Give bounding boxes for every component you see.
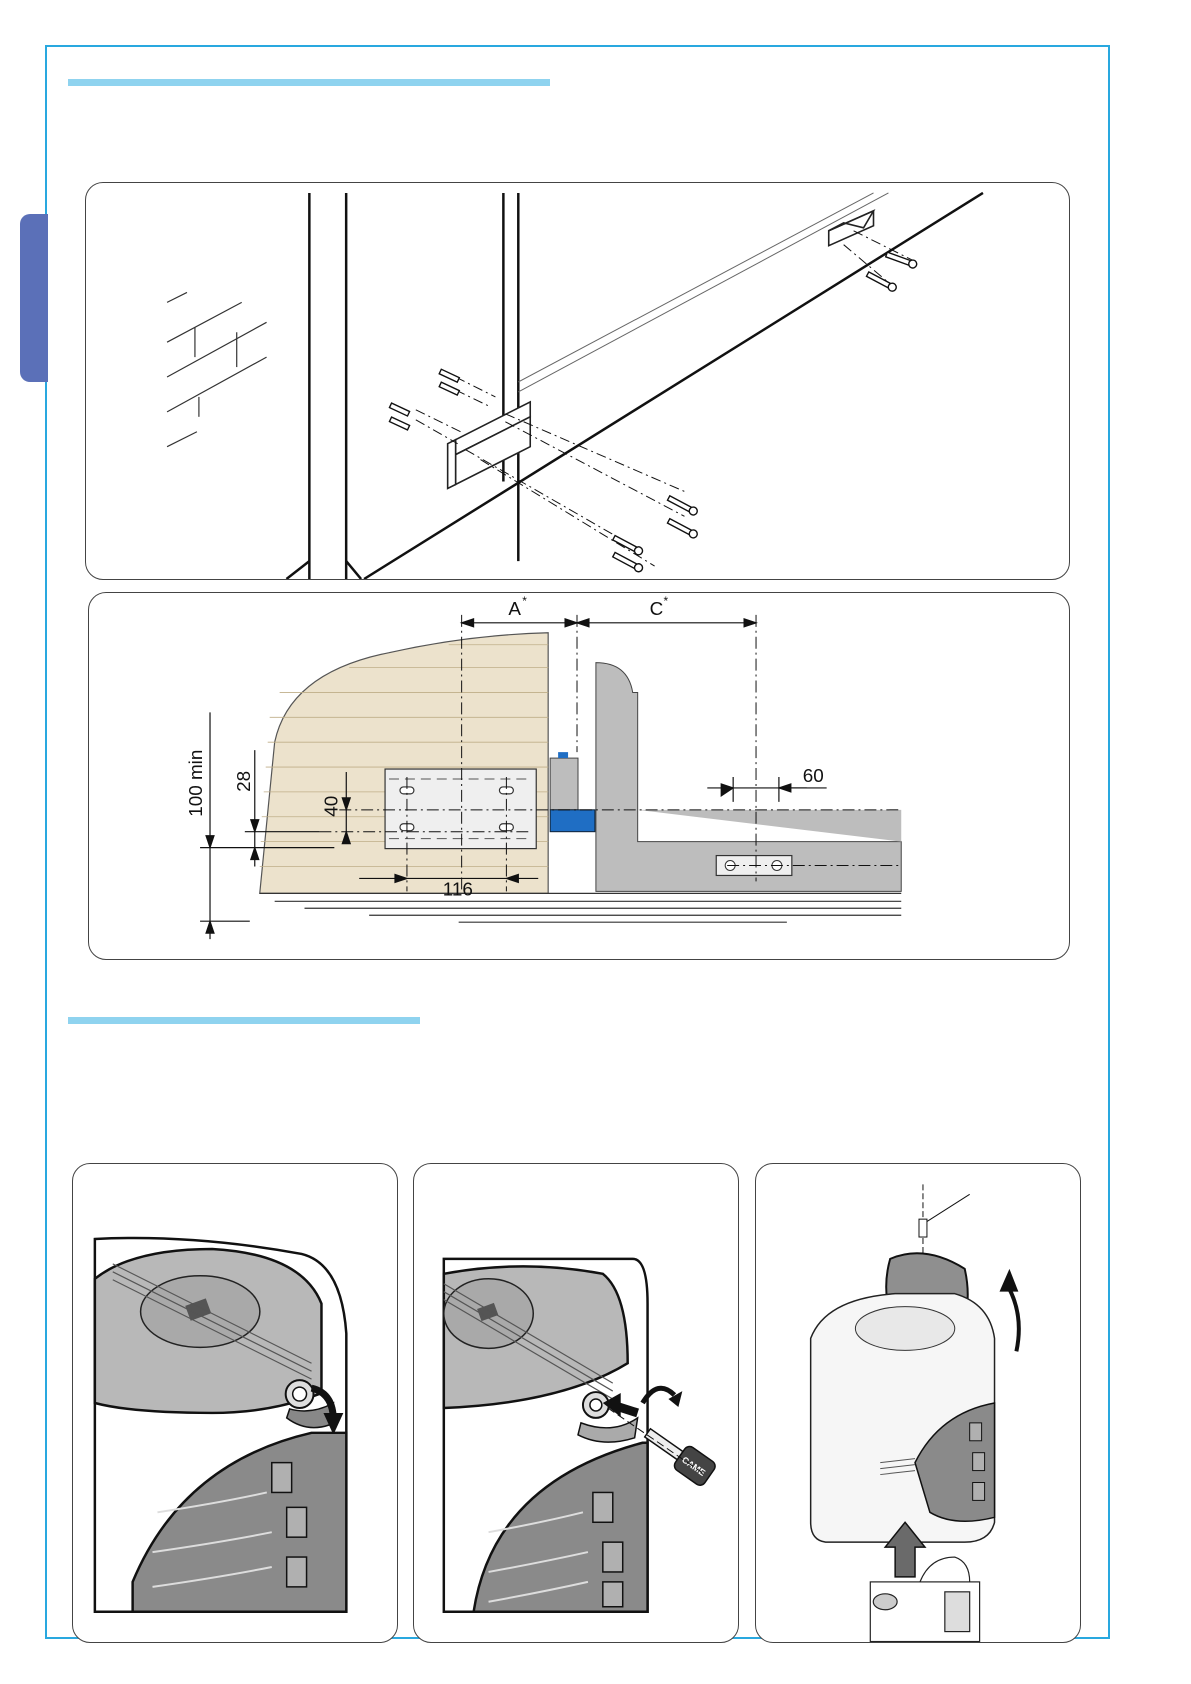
dim-116-label: 116 bbox=[443, 879, 473, 900]
upper-bracket bbox=[829, 211, 874, 246]
dim-a-label: A bbox=[508, 599, 521, 620]
bracket-mounting-illustration bbox=[85, 182, 1070, 580]
lift-arrow bbox=[1006, 1284, 1018, 1352]
screws bbox=[389, 251, 917, 573]
dim-a-asterisk: * bbox=[522, 594, 527, 608]
dim-40-label: 40 bbox=[321, 796, 342, 817]
cover-removal-drawing bbox=[756, 1164, 1080, 1642]
dim-c-label: C bbox=[650, 599, 664, 620]
dimension-diagram: A * C * 60 116 100 min 28 40 bbox=[88, 592, 1070, 960]
actuator-body bbox=[550, 758, 578, 810]
section-title-bar-1 bbox=[68, 79, 550, 86]
motor-internals bbox=[870, 1557, 979, 1641]
bracket-mounting-drawing bbox=[86, 183, 1069, 579]
release-step-1-illustration bbox=[72, 1163, 398, 1643]
brick-wall bbox=[260, 633, 548, 894]
release-step-2-illustration: CAME bbox=[413, 1163, 739, 1643]
motor-plate bbox=[385, 769, 536, 849]
section-tab bbox=[20, 214, 48, 382]
section-title-bar-2 bbox=[68, 1017, 420, 1024]
dim-c-asterisk: * bbox=[664, 594, 669, 608]
release-key: CAME bbox=[640, 1421, 718, 1487]
dimension-drawing: A * C * 60 116 100 min 28 40 bbox=[89, 593, 1069, 959]
dim-100min-label: 100 min bbox=[186, 750, 207, 817]
brick-sketch bbox=[167, 292, 266, 446]
release-step-1-drawing bbox=[73, 1164, 397, 1642]
release-step-2-drawing: CAME bbox=[414, 1164, 738, 1642]
cover-removal-illustration bbox=[755, 1163, 1081, 1643]
dim-60-label: 60 bbox=[803, 766, 824, 787]
actuator-arm bbox=[550, 810, 595, 832]
dim-28-label: 28 bbox=[234, 771, 255, 792]
